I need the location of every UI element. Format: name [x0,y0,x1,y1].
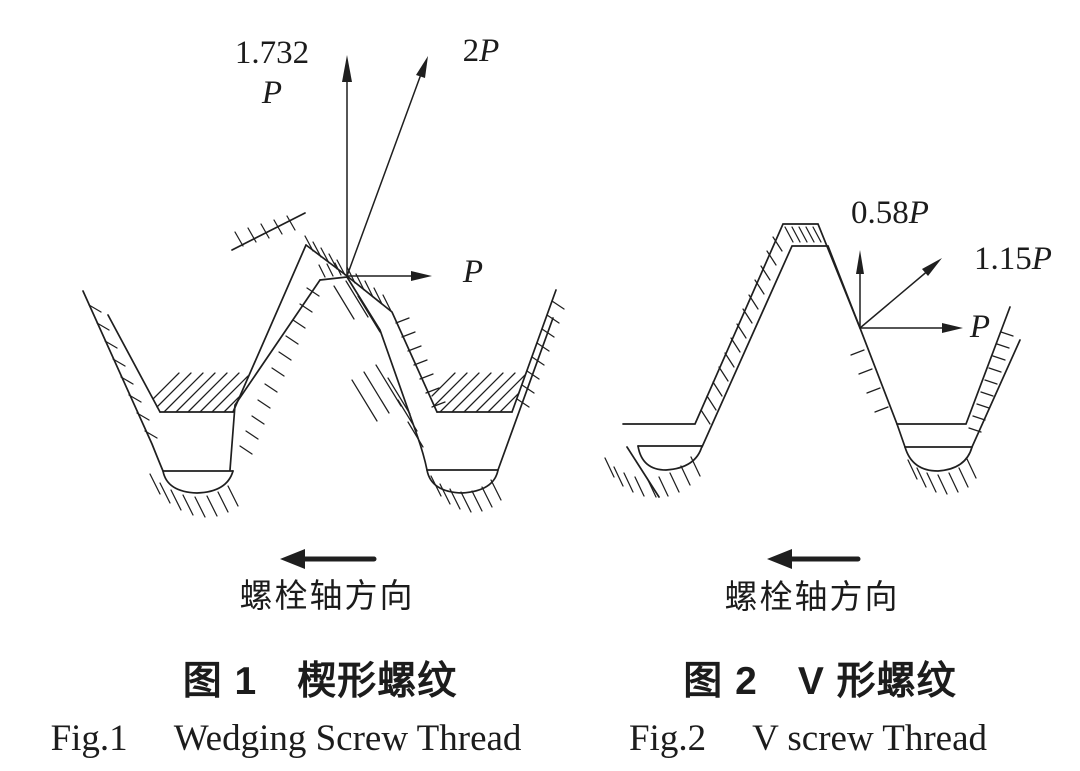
fig2-hatch-left-flank [700,236,783,425]
fig2-force-vectors [856,250,963,333]
fig2-bolt-tooth [701,245,861,448]
fig2-horizontal-force-label: P [950,310,1010,345]
fig2-vertical-force-label: 0.58P [820,196,960,231]
fig1-horizontal-force-symbol: P [462,254,484,290]
fig1-nut-steep-flank [232,244,307,413]
fig1-hatch-above-ramp [346,266,392,312]
fig2-caption-en-number: Fig.2 [628,718,707,759]
fig1-horizontal-arrowhead-icon [411,271,432,281]
fig2-horizontal-arrowhead-icon [942,323,963,333]
fig1-bolt-left-flank [229,279,321,471]
fig2-hatch-ladder-right [968,331,1014,433]
fig1-hatch-below-ramp [333,280,424,448]
fig2-diagonal-force-arrow [859,268,931,329]
fig1-hatching [88,215,565,518]
fig1-diagonal-force-value: 2 [462,33,480,69]
fig1-hatch-trap-left [152,372,249,413]
fig1-vertical-force-symbol: P [212,76,332,111]
fig2-hatch-crest [784,226,822,243]
fig1-vertical-force-value: 1.732 [234,35,310,71]
fig1-hatch-steep-right [395,317,446,408]
fig1-hatch-crest-wedge [304,235,346,278]
fig1-hatch-trap-right [431,372,526,413]
fig2-caption-zh-title: V 形螺纹 [797,660,957,703]
fig2-axis-arrow [767,549,861,569]
fig1-caption-zh: 图 1 楔形螺纹 [100,660,540,703]
fig1-caption-en-title: Wedging Screw Thread [173,718,522,759]
fig2-caption-en: Fig.2 V screw Thread [608,718,1008,759]
fig1-force-vectors [342,55,432,281]
fig2-axis-direction-label: 螺栓轴方向 [724,580,900,616]
fig2-vertical-arrowhead-icon [856,250,864,274]
fig1-caption-zh-number: 图 1 [182,660,258,703]
fig1-vertical-force-symbol-text: P [261,75,283,111]
fig1-axis-direction-label: 螺栓轴方向 [239,579,415,615]
fig2-root-arc-right [904,446,973,472]
fig1-horizontal-force-label: P [443,255,503,290]
fig1-diagonal-force-symbol: P [479,33,500,69]
fig2-hatching [604,226,1014,498]
fig1-nut-break-line [231,212,306,251]
fig1-axis-arrowhead-icon [280,549,305,569]
fig1-caption-en: Fig.1 Wedging Screw Thread [36,718,536,759]
fig2-diagonal-arrowhead-icon [922,258,942,276]
fig2-diagonal-force-symbol: P [1031,241,1052,277]
fig1-hatch-break-line [234,215,296,247]
fig2-axis-arrowhead-icon [767,549,792,569]
fig1-root-arc-left [162,470,234,494]
fig1-caption-zh-title: 楔形螺纹 [297,660,458,703]
fig1-vertical-force-label: 1.732 [212,36,332,71]
fig2-line-art [604,223,1021,569]
fig1-bolt-crest-flat [319,276,348,281]
fig1-hatch-arc-right [430,475,502,513]
fig1-vertical-arrowhead-icon [342,55,352,82]
fig1-caption-en-number: Fig.1 [50,718,128,759]
fig1-hatch-bolt-left-flank [239,287,320,455]
fig2-bolt-outer-right [971,339,1021,448]
fig2-hatch-arc-left [604,456,701,498]
fig2-vertical-force-value: 0.58 [851,195,909,231]
fig1-bolt-right-flank [346,276,428,471]
fig2-caption-zh-number: 图 2 [683,660,758,703]
fig2-root-arc-left [637,445,703,471]
fig2-caption-en-title: V screw Thread [752,718,988,759]
fig1-hatch-left-pair [88,304,158,439]
fig2-diagonal-force-value: 1.15 [974,241,1032,277]
fig1-nut-right-flank [511,289,557,413]
fig1-bolt-outer-right [497,317,554,471]
fig2-hatch-right-flank [850,349,889,413]
fig2-horizontal-force-symbol: P [969,309,991,345]
fig1-diagonal-force-label: 2P [431,34,531,69]
fig1-axis-arrow [280,549,377,569]
fig2-caption-zh: 图 2 V 形螺纹 [600,660,1040,703]
fig2-left-break-stroke [626,446,660,498]
fig1-diagonal-force-arrow [346,65,425,277]
fig2-hatch-arc-right [907,458,977,495]
fig2-vertical-force-symbol: P [908,195,929,231]
fig2-diagonal-force-label: 1.15P [943,242,1080,277]
fig1-diagonal-arrowhead-icon [416,56,428,78]
fig1-nut-descent [305,244,438,413]
fig1-hatch-arc-left [149,473,239,518]
fig1-line-art [82,55,565,569]
fig2-connector-right [896,423,906,448]
fig1-hatch-right-pair [516,300,565,408]
fig1-bolt-outer-left [82,290,164,472]
fig1-nut-left-flank [107,314,161,413]
